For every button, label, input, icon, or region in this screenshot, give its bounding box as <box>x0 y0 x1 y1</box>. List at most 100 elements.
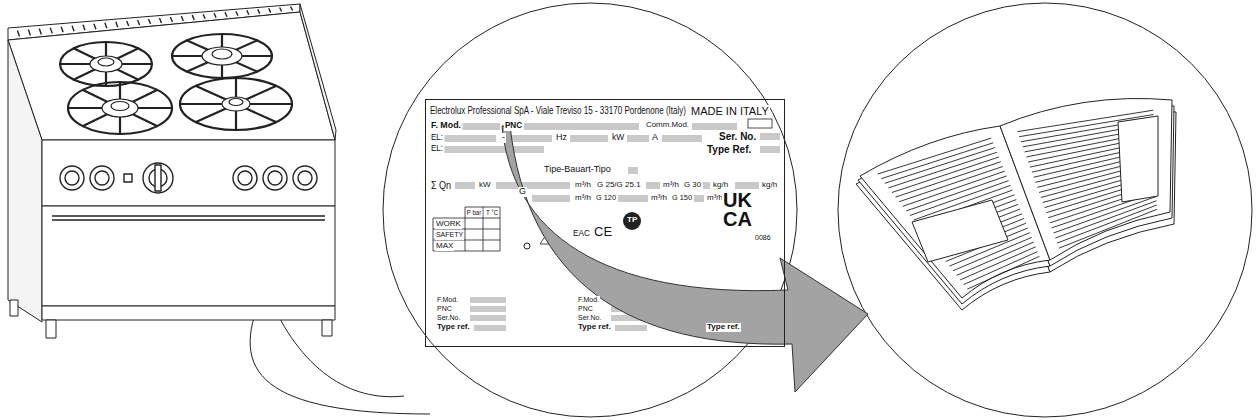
field-name: PNC <box>436 305 453 313</box>
burner <box>212 49 232 59</box>
field-name: F.Mod. <box>436 296 459 304</box>
gas-range <box>8 12 335 140</box>
field-unit: kg/h <box>761 181 778 190</box>
gas-type: G 25/G 25.1 <box>596 181 642 190</box>
field-placeholder <box>694 195 704 202</box>
text-line <box>878 138 992 174</box>
field-name: PNC <box>577 305 594 313</box>
field-name: F. Mod. <box>430 121 462 131</box>
field-unit: kW <box>611 133 625 143</box>
control-knob <box>143 163 173 193</box>
backsplash-vent <box>258 9 260 13</box>
text-line <box>896 162 1001 197</box>
table-row: MAX <box>435 242 454 251</box>
field-unit: Hz <box>555 133 568 143</box>
gas-type: G 120 <box>595 194 617 203</box>
backsplash-vent <box>170 17 172 22</box>
field-placeholder <box>735 182 759 189</box>
text-line <box>881 143 993 179</box>
text-line <box>1054 196 1157 233</box>
field-placeholder <box>444 135 496 142</box>
backsplash-vent <box>269 8 271 12</box>
field-placeholder <box>703 182 710 189</box>
leg <box>322 320 332 336</box>
backsplash-vent <box>94 24 96 29</box>
table-header: T °C <box>485 209 499 217</box>
text-line <box>1057 205 1157 243</box>
field-name: EL: <box>430 133 444 143</box>
pivot-mark <box>524 243 530 249</box>
field-placeholder <box>615 325 647 331</box>
field-placeholder <box>532 195 570 202</box>
text-line <box>1059 209 1157 248</box>
notified-body-number: 0086 <box>754 234 772 242</box>
gas-range <box>42 306 335 320</box>
backsplash-vent <box>105 23 107 28</box>
backsplash-vent <box>247 10 249 14</box>
burner <box>98 58 114 66</box>
field-name: Comm.Mod. <box>645 121 690 130</box>
field-unit: m³/h <box>650 194 668 203</box>
field-placeholder <box>628 167 638 174</box>
control-knob <box>298 171 312 185</box>
backsplash-vent <box>138 20 140 25</box>
field-placeholder <box>618 195 648 202</box>
magnifier-circle <box>383 3 797 417</box>
field-name: Type ref. <box>577 323 612 332</box>
text-line <box>899 166 1003 201</box>
backsplash-vent <box>61 27 63 33</box>
burner <box>111 102 129 111</box>
plate-mark: MADE IN ITALY <box>690 105 770 117</box>
field-unit: - <box>501 133 506 143</box>
field-placeholder <box>470 306 506 312</box>
manual-book <box>1118 116 1158 202</box>
field-name: G <box>518 187 527 197</box>
reference-arrow <box>502 126 868 392</box>
tp-logo <box>623 212 641 230</box>
text-line <box>885 148 995 184</box>
text-line <box>892 157 999 192</box>
field-name: Ser. No. <box>718 131 757 142</box>
plate-mark <box>748 119 772 128</box>
field-unit: m³/h <box>662 181 680 190</box>
backsplash-vent <box>116 22 118 27</box>
field-name: Tipe-Bauart-Tipo <box>543 165 612 175</box>
backsplash-vent <box>225 12 227 17</box>
backsplash-vent <box>203 14 205 19</box>
certification-mark: CA <box>722 208 753 230</box>
control-knob <box>233 166 257 190</box>
field-unit: A <box>651 133 659 143</box>
field-placeholder <box>470 297 506 303</box>
gas-range <box>42 140 335 206</box>
field-placeholder <box>570 135 608 142</box>
burner-grate <box>60 34 292 134</box>
gas-range <box>8 4 336 338</box>
text-line <box>964 252 1038 285</box>
backsplash-vent <box>192 15 194 20</box>
burner <box>222 97 250 111</box>
burner-grate <box>60 34 292 134</box>
control-knob <box>65 171 79 185</box>
gas-range <box>42 206 335 306</box>
field-placeholder <box>692 123 737 130</box>
backsplash-vent <box>39 29 41 35</box>
control-knob <box>60 166 84 190</box>
certification-mark: TP <box>626 216 638 225</box>
field-name: Type Ref. <box>706 144 752 155</box>
backsplash-vent <box>280 7 282 11</box>
field-placeholder <box>760 133 780 140</box>
backsplash-vent <box>17 31 19 37</box>
field-placeholder <box>474 325 506 331</box>
text-line <box>967 256 1039 289</box>
backsplash-vent <box>50 28 52 34</box>
field-name: F.Mod. <box>577 296 600 304</box>
gas-range <box>300 4 336 140</box>
manual-book <box>856 98 1176 310</box>
control-knob <box>263 166 287 190</box>
field-name: Type ref. <box>436 323 471 332</box>
control-knob <box>293 166 317 190</box>
field-placeholder <box>524 123 639 130</box>
text-line <box>878 110 1157 289</box>
control-knob <box>124 174 132 182</box>
manual-book <box>1000 98 1172 260</box>
